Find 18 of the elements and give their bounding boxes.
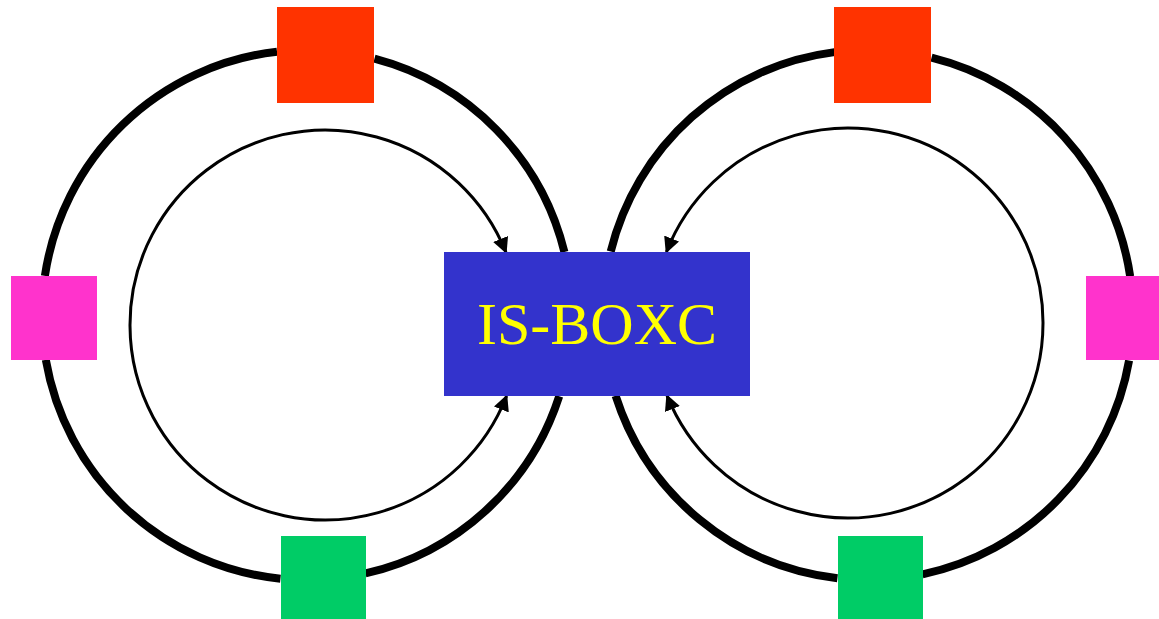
square-block [281, 536, 366, 619]
ring-segment [364, 394, 563, 578]
square-block [277, 7, 374, 103]
ring-segment [930, 53, 1135, 278]
box-label: IS-BOXC [477, 289, 717, 359]
ring-segment [606, 48, 836, 253]
square-block [838, 536, 923, 619]
title-box [444, 252, 750, 396]
square-block [11, 276, 97, 360]
square-block [1086, 276, 1159, 360]
ring-segment [373, 54, 569, 254]
square-block [834, 7, 931, 103]
ring-segment [41, 358, 282, 583]
ring-segment [921, 359, 1133, 579]
curved-arrow [665, 126, 1045, 520]
ring-segment [611, 394, 839, 583]
ring-segment [41, 47, 278, 277]
curved-arrow [128, 128, 508, 522]
